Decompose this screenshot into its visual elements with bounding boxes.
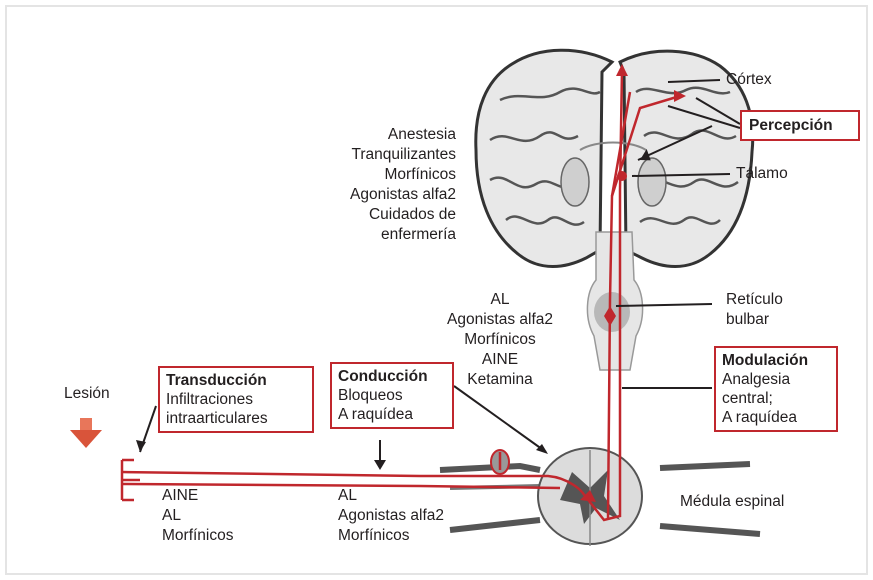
box-transduccion: Transducción Infiltraciones intraarticul…	[158, 366, 314, 433]
label-cortex: Córtex	[726, 70, 772, 90]
box-line: intraarticulares	[166, 409, 306, 428]
label-talamo: Tálamo	[736, 164, 788, 184]
box-conduccion: Conducción Bloqueos A raquídea	[330, 362, 454, 429]
drug-item: AL	[338, 486, 444, 506]
drug-item: Anestesia	[330, 125, 456, 145]
drug-item: Tranquilizantes	[330, 145, 456, 165]
drug-item: Agonistas alfa2	[430, 310, 570, 330]
drug-item: Morfínicos	[330, 165, 456, 185]
thalamus-synapse	[617, 171, 627, 181]
box-line: A raquídea	[338, 405, 446, 424]
basal-ganglia-right	[638, 158, 666, 206]
box-line: Infiltraciones	[166, 390, 306, 409]
box-line: central;	[722, 389, 830, 408]
box-title: Modulación	[722, 351, 830, 370]
drug-item: AL	[430, 290, 570, 310]
drug-item: Agonistas alfa2	[338, 506, 444, 526]
label-reticulo-line: bulbar	[726, 310, 783, 330]
box-modulacion: Modulación Analgesia central; A raquídea	[714, 346, 838, 432]
box-percepcion: Percepción	[740, 110, 860, 141]
box-title: Conducción	[338, 367, 446, 386]
box-title: Percepción	[749, 116, 851, 135]
label-reticulo: Retículo bulbar	[726, 290, 783, 330]
drug-item: AINE	[162, 486, 234, 506]
box-title: Transducción	[166, 371, 306, 390]
box-line: A raquídea	[722, 408, 830, 427]
drug-item: Cuidados de	[330, 205, 456, 225]
box-line: Bloqueos	[338, 386, 446, 405]
conduction-drugs-list: AL Agonistas alfa2 Morfínicos	[338, 486, 444, 546]
drug-item: enfermería	[330, 225, 456, 245]
box-line: Analgesia	[722, 370, 830, 389]
drug-item: Agonistas alfa2	[330, 185, 456, 205]
label-reticulo-line: Retículo	[726, 290, 783, 310]
brain-drugs-list: Anestesia Tranquilizantes Morfínicos Ago…	[330, 125, 456, 245]
label-lesion: Lesión	[64, 384, 110, 404]
dorsal-root-upper	[440, 466, 540, 470]
drug-item: AL	[162, 506, 234, 526]
basal-ganglia-left	[561, 158, 589, 206]
peripheral-drugs-list: AINE AL Morfínicos	[162, 486, 234, 546]
label-medula: Médula espinal	[680, 492, 784, 512]
drug-item: Morfínicos	[162, 526, 234, 546]
drug-item: Morfínicos	[338, 526, 444, 546]
drug-item: Morfínicos	[430, 330, 570, 350]
